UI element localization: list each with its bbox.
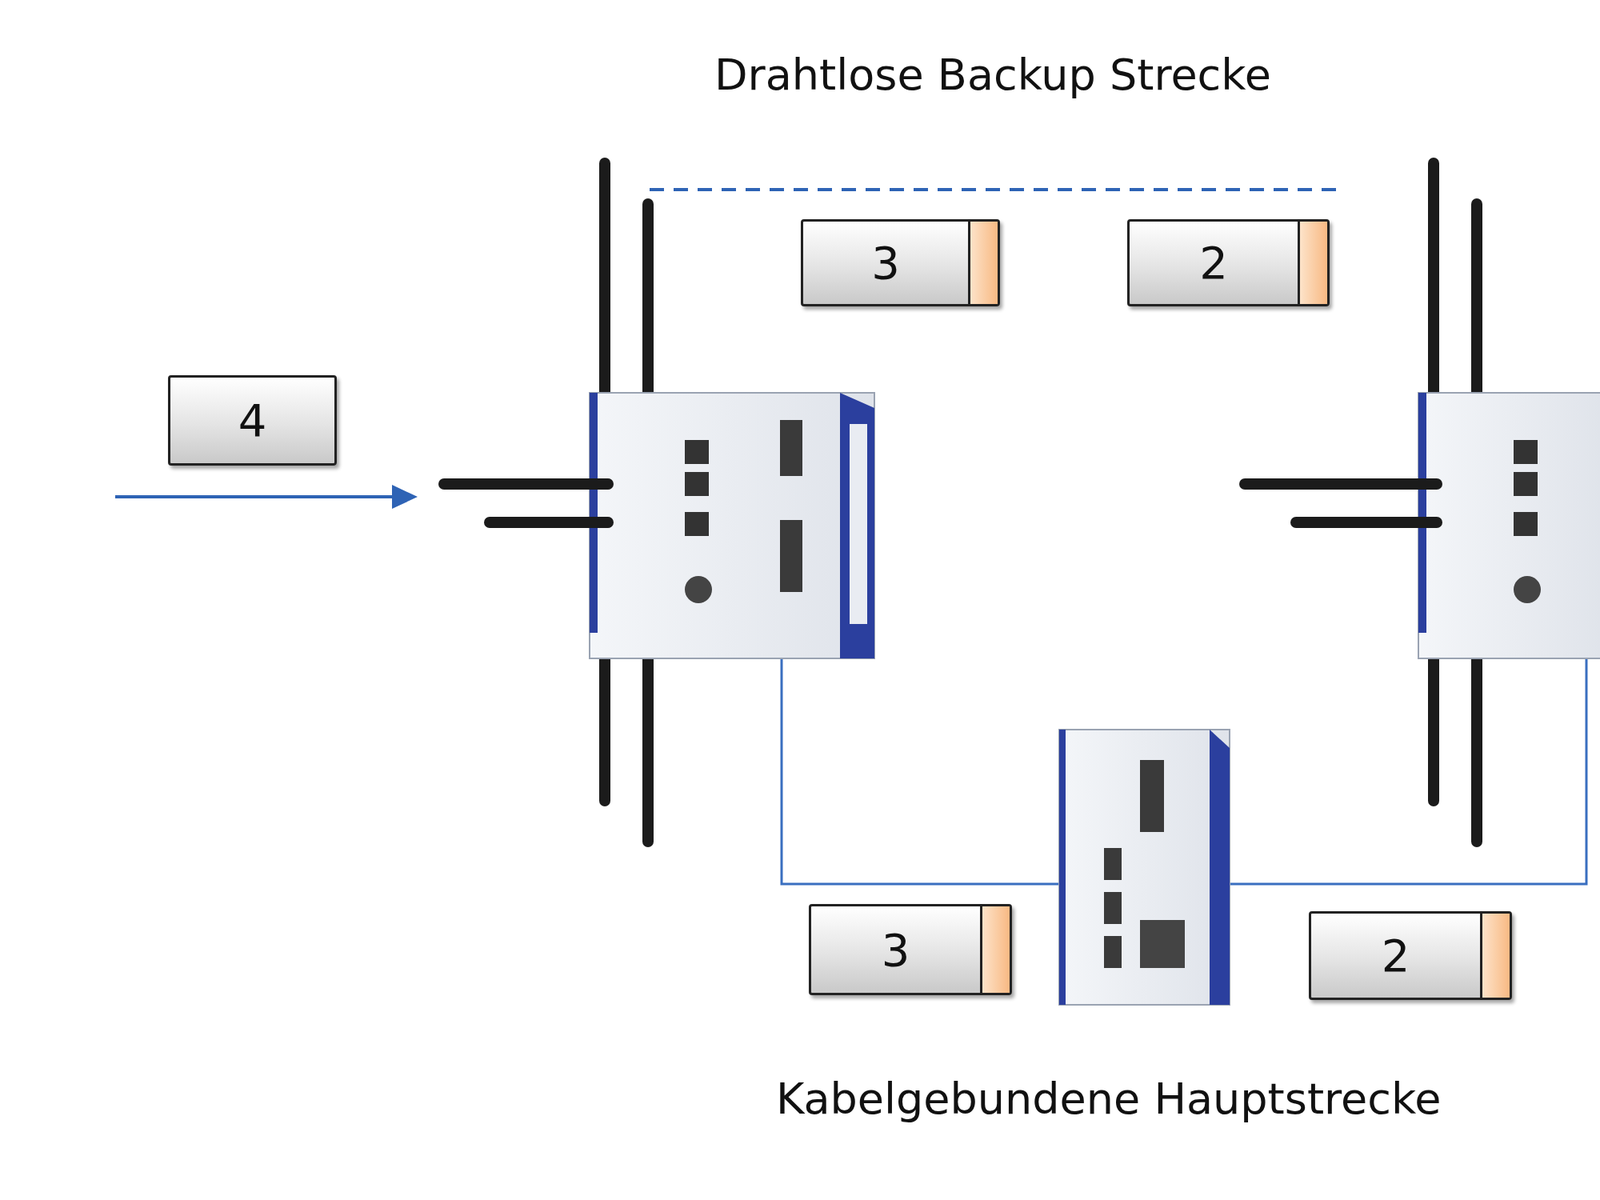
data-packet: 2	[1127, 219, 1330, 307]
packet-number: 4	[170, 394, 335, 447]
packet-header-stripe	[968, 221, 998, 304]
packet-number: 2	[1129, 236, 1298, 289]
access-point	[1244, 163, 1600, 842]
packet-header-stripe	[1297, 221, 1328, 304]
packet-number: 3	[811, 924, 980, 976]
input-arrow	[115, 484, 418, 509]
data-packet: 4	[168, 375, 337, 466]
data-packet: 3	[800, 219, 1000, 307]
wireless-link	[649, 188, 1342, 192]
packet-header-stripe	[1480, 913, 1510, 998]
packet-number: 3	[803, 236, 968, 289]
section-label: Drahtlose Backup Strecke	[714, 49, 1272, 100]
packet-number: 2	[1311, 929, 1480, 982]
data-packet: 2	[1308, 911, 1512, 1000]
section-label: Kabelgebundene Hauptstrecke	[776, 1073, 1442, 1124]
data-packet: 3	[808, 904, 1012, 996]
cable-link	[1229, 652, 1587, 884]
packet-header-stripe	[980, 906, 1010, 993]
cable-link	[781, 652, 1060, 884]
network-switch	[1059, 729, 1230, 1005]
